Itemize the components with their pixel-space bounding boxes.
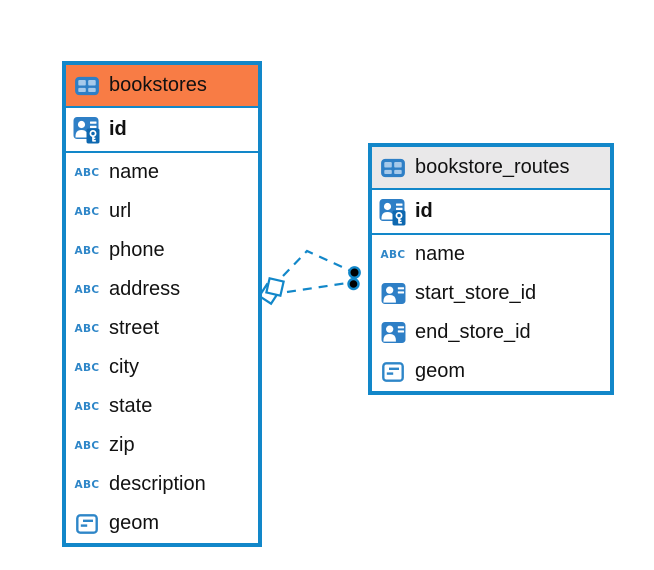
entity-header-bookstores[interactable]: bookstores — [66, 65, 258, 108]
column-list-bookstores: id ABC name ABC url ABC phone ABC addres… — [66, 108, 258, 543]
text-icon: ABC — [73, 479, 101, 491]
column-row-start_store_id[interactable]: start_store_id — [372, 274, 610, 313]
column-list-bookstore-routes: id ABC name start_store_id end_store_id … — [372, 190, 610, 391]
entity-title: bookstore_routes — [415, 156, 570, 178]
text-type-glyph: ABC — [74, 361, 100, 374]
table-icon — [379, 157, 407, 179]
text-icon: ABC — [379, 249, 407, 261]
text-type-glyph: ABC — [74, 439, 100, 452]
column-row-id[interactable]: id — [372, 190, 610, 235]
text-icon: ABC — [73, 362, 101, 374]
primary-key-icon — [73, 116, 101, 144]
entity-header-bookstore-routes[interactable]: bookstore_routes — [372, 147, 610, 190]
column-row-url[interactable]: ABC url — [66, 192, 258, 231]
text-type-glyph: ABC — [74, 244, 100, 257]
dot-endpoint-back[interactable] — [347, 277, 360, 291]
person-icon — [379, 321, 407, 344]
column-name: url — [109, 200, 132, 222]
text-type-glyph: ABC — [74, 205, 100, 218]
diamond-endpoint-front[interactable] — [265, 277, 285, 297]
geometry-icon — [73, 513, 101, 534]
entity-title: bookstores — [109, 74, 207, 96]
column-name: street — [109, 317, 160, 339]
column-row-description[interactable]: ABC description — [66, 465, 258, 504]
column-row-city[interactable]: ABC city — [66, 348, 258, 387]
column-name: name — [109, 161, 160, 183]
text-type-glyph: ABC — [74, 166, 100, 179]
column-name: address — [109, 278, 181, 300]
dot-endpoint-front[interactable] — [348, 266, 361, 279]
column-row-street[interactable]: ABC street — [66, 309, 258, 348]
column-name: end_store_id — [415, 321, 531, 343]
column-row-name[interactable]: ABC name — [66, 153, 258, 192]
text-icon: ABC — [73, 323, 101, 335]
column-name: id — [109, 118, 127, 140]
column-name: phone — [109, 239, 165, 261]
column-row-geom[interactable]: geom — [372, 352, 610, 391]
column-row-zip[interactable]: ABC zip — [66, 426, 258, 465]
geometry-icon — [379, 361, 407, 382]
text-icon: ABC — [73, 401, 101, 413]
text-icon: ABC — [73, 245, 101, 257]
relationship-line-lower[interactable] — [286, 281, 348, 294]
column-row-name[interactable]: ABC name — [372, 235, 610, 274]
column-row-id[interactable]: id — [66, 108, 258, 153]
column-row-state[interactable]: ABC state — [66, 387, 258, 426]
column-name: start_store_id — [415, 282, 537, 304]
column-name: name — [415, 243, 466, 265]
relationship-line-upper[interactable] — [282, 249, 352, 277]
text-type-glyph: ABC — [380, 248, 406, 261]
text-type-glyph: ABC — [74, 283, 100, 296]
primary-key-icon — [379, 198, 407, 226]
column-row-geom[interactable]: geom — [66, 504, 258, 543]
text-type-glyph: ABC — [74, 478, 100, 491]
text-icon: ABC — [73, 440, 101, 452]
column-name: city — [109, 356, 139, 378]
column-name: zip — [109, 434, 135, 456]
text-type-glyph: ABC — [74, 322, 100, 335]
table-icon — [73, 75, 101, 97]
text-type-glyph: ABC — [74, 400, 100, 413]
column-name: id — [415, 200, 433, 222]
entity-bookstores[interactable]: bookstores id ABC name ABC url ABC phone… — [62, 61, 262, 547]
column-row-phone[interactable]: ABC phone — [66, 231, 258, 270]
column-name: state — [109, 395, 153, 417]
column-name: geom — [415, 360, 466, 382]
entity-bookstore-routes[interactable]: bookstore_routes id ABC name start_store… — [368, 143, 614, 395]
column-name: description — [109, 473, 206, 495]
column-row-address[interactable]: ABC address — [66, 270, 258, 309]
person-icon — [379, 282, 407, 305]
text-icon: ABC — [73, 284, 101, 296]
column-name: geom — [109, 512, 160, 534]
text-icon: ABC — [73, 167, 101, 179]
column-row-end_store_id[interactable]: end_store_id — [372, 313, 610, 352]
text-icon: ABC — [73, 206, 101, 218]
